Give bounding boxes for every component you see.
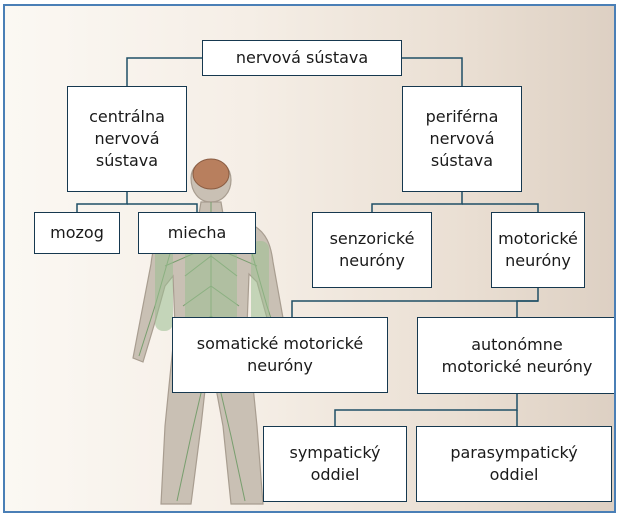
node-sympathetic-division: sympatický oddiel xyxy=(263,426,407,502)
connector-autonomic-sympathetic xyxy=(334,394,518,426)
connector-peripheral-sensory xyxy=(371,192,463,212)
node-somatic-motor-neurons: somatické motorické neuróny xyxy=(172,317,388,393)
diagram-frame: nervová sústava centrálna nervová sústav… xyxy=(3,4,616,513)
node-peripheral-nervous-system: periférna nervová sústava xyxy=(402,86,522,192)
node-nervous-system: nervová sústava xyxy=(202,40,402,76)
node-central-nervous-system: centrálna nervová sústava xyxy=(67,86,187,192)
connector-central-brain xyxy=(76,192,128,212)
connector-central-spinal xyxy=(127,203,198,212)
node-spinal-cord: miecha xyxy=(138,212,256,254)
connector-motor-somatic xyxy=(291,288,539,317)
brain-shape xyxy=(192,158,230,190)
connector-peripheral-motor xyxy=(462,203,539,212)
node-brain: mozog xyxy=(34,212,120,254)
node-motor-neurons: motorické neuróny xyxy=(491,212,585,288)
connector-motor-autonomic xyxy=(516,300,538,317)
node-autonomic-motor-neurons: autonómne motorické neuróny xyxy=(417,317,614,394)
connector-root-central xyxy=(126,57,202,86)
connector-lines xyxy=(76,57,539,426)
node-parasympathetic-division: parasympatický oddiel xyxy=(416,426,612,502)
node-sensory-neurons: senzorické neuróny xyxy=(312,212,432,288)
connector-root-peripheral xyxy=(402,57,463,86)
